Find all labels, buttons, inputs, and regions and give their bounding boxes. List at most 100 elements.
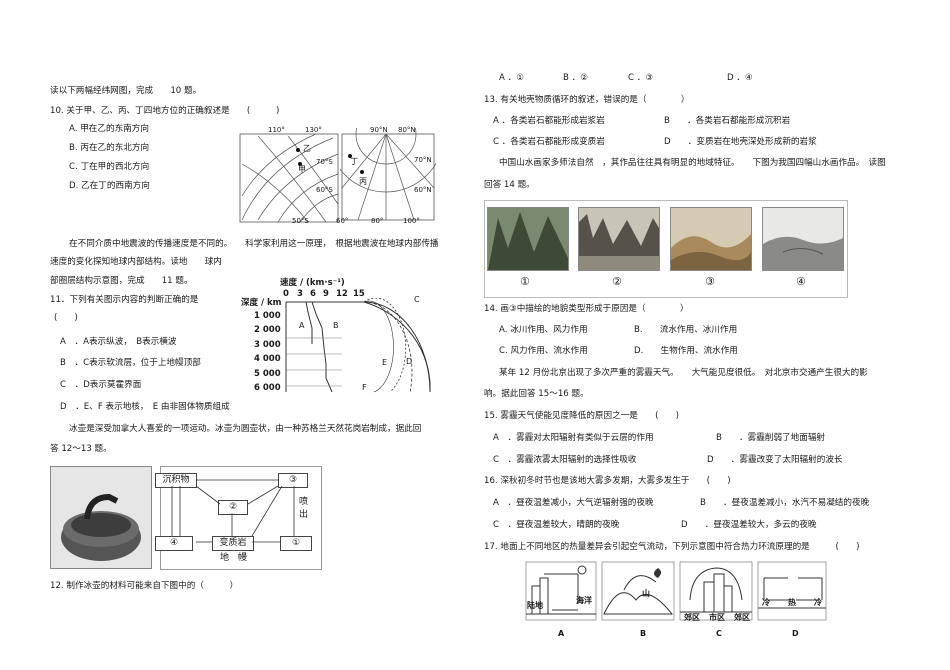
rock-cycle-sediment: 沉积物: [155, 473, 197, 488]
map2-lat-80n: 80°N: [398, 126, 416, 134]
q17-stem: 17. 地面上不同地区的热量差异会引起空气流动，下列示意图中符合热力环流原理的是…: [484, 542, 860, 552]
painting-1: [487, 207, 569, 271]
map1-lon-130: 130°: [305, 126, 322, 134]
intro-q15-line2: 响。据此回答 15～16 题。: [484, 389, 589, 399]
seismic-depth-6000: 6 000: [254, 383, 281, 393]
map1-place-yi: 乙: [303, 144, 311, 153]
circ-d-cold-left: 冷: [762, 598, 770, 607]
circ-b-mountain: 山: [642, 589, 650, 598]
q14-option-d: D. 生物作用、流水作用: [634, 346, 738, 356]
q14-stem: 14. 画③中描绘的地貌类型形成于原因是（ ）: [484, 304, 689, 314]
seismic-curve-a: A: [299, 321, 305, 330]
seismic-curve-e: E: [382, 358, 388, 367]
map2-lon-100: 100°: [403, 217, 420, 225]
q13-option-d: D ．变质岩在地壳深处形成新的岩浆: [664, 137, 817, 147]
q16-option-b: B ．昼夜温差减小，水汽不易凝结的夜晚: [700, 498, 870, 508]
q10-option-c: C. 丁在甲的西北方向: [69, 162, 150, 172]
circ-d-cold-right: 冷: [814, 598, 822, 607]
q12-option-a: A ．①: [499, 73, 524, 83]
q16-option-d: D ．昼夜温差较大，多云的夜晚: [681, 520, 817, 530]
thermal-circulation-diagrams: [525, 561, 827, 621]
q13-stem: 13. 有关地壳物质循环的叙述，错误的是（ ）: [484, 95, 690, 105]
seismic-depth-3000: 3 000: [254, 340, 281, 350]
seismic-speed-tick-3: 3: [297, 289, 303, 299]
seismic-speed-tick-0: 0: [283, 289, 289, 299]
circ-d-hot: 热: [788, 598, 796, 607]
painting-2-label: ②: [612, 275, 622, 288]
map1-lat-60s: 60°S: [316, 186, 333, 194]
rock-cycle-metamorphic: 变质岩: [212, 536, 254, 551]
q11-option-b: B ．C表示软流层，位于上地幔顶部: [60, 358, 201, 368]
q10-option-d: D. 乙在丁的西南方向: [69, 181, 150, 191]
seismic-depth-label: 深度 / km: [241, 298, 282, 308]
q11-option-c: C ．D表示莫霍界面: [60, 380, 142, 390]
q11-option-d: D ．E、F 表示地核， E 由非固体物质组成: [60, 402, 230, 412]
painting-1-label: ①: [520, 275, 530, 288]
q16-option-c: C ．昼夜温差较大，晴朗的夜晚: [493, 520, 620, 530]
circ-c-suburb-right: 郊区: [734, 613, 750, 622]
map2-lat-60n: 60°N: [414, 186, 432, 194]
map2-place-ding: 丁: [350, 157, 358, 166]
circ-caption-c: C: [716, 629, 722, 638]
seismic-curve-b: B: [333, 321, 339, 330]
rock-cycle-box-2: ②: [218, 500, 248, 515]
seismic-speed-tick-9: 9: [323, 289, 329, 299]
intro-q15-line1: 某年 12 月份北京出现了多次严重的雾霾天气。 大气能见度很低。 对北京市交通产…: [499, 368, 868, 378]
rock-cycle-box-4: ④: [155, 536, 193, 551]
intro-q11-line2: 速度的变化探知地球内部结构。读地 球内: [50, 257, 222, 267]
rock-cycle-eruption-label: 喷出: [299, 497, 309, 520]
intro-q10: 读以下两幅经纬网图，完成 10 题。: [50, 86, 202, 96]
seismic-speed-tick-15: 15: [353, 289, 365, 299]
intro-q12-line1: 冰壶是深受加拿大人喜爱的一项运动。冰壶为圆壶状，由一种苏格兰天然花岗岩制成，据此…: [69, 424, 422, 434]
seismic-curve-f: F: [362, 383, 367, 392]
q13-option-a: A ．各类岩石都能形成岩浆岩: [493, 116, 605, 126]
q16-option-a: A ．昼夜温差减小，大气逆辐射强的夜晚: [493, 498, 654, 508]
intro-q11-line1: 在不同介质中地震波的传播速度是不同的。 科学家利用这一原理， 根据地震波在地球内…: [69, 239, 439, 249]
map2-place-bing: 丙: [359, 177, 367, 186]
graticule-map-2: [340, 128, 436, 221]
curling-stone-photo: [50, 466, 152, 569]
rock-cycle-arrows: [171, 479, 295, 543]
q11-answer-blank: ( ): [54, 313, 78, 323]
map1-place-jia: 甲: [298, 165, 306, 174]
q12-option-c: C ．③: [628, 73, 654, 83]
rock-cycle-box-3: ③: [278, 473, 308, 488]
q12-option-d: D ．④: [727, 73, 753, 83]
circ-c-suburb-left: 郊区: [684, 613, 700, 622]
seismic-speed-label: 速度 / (km·s⁻¹): [280, 278, 345, 288]
seismic-depth-4000: 4 000: [254, 354, 281, 364]
intro-q12-line2: 答 12～13 题。: [50, 444, 112, 454]
q15-option-b: B ．雾霾削弱了地面辐射: [716, 433, 826, 443]
intro-q14-line1: 中国山水画家多师法自然 ，其作品往往具有明显的地域特征。 下图为我国四幅山水画作…: [499, 158, 886, 168]
rock-cycle-mantle-label: 地 幔: [220, 553, 248, 563]
q14-option-c: C. 风力作用、流水作用: [499, 346, 588, 356]
circ-caption-b: B: [640, 629, 647, 638]
intro-q14-line2: 回答 14 题。: [484, 180, 535, 190]
map2-lat-70n: 70°N: [414, 156, 432, 164]
q11-option-a: A ．A表示纵波， B表示横波: [60, 337, 177, 347]
seismic-curve-d: D: [406, 357, 413, 366]
q16-stem: 16. 深秋初冬时节也是该地大雾多发期，大雾多发生于 ( ): [484, 476, 731, 486]
map2-lon-80: 80°: [371, 217, 384, 225]
q12-stem: 12. 制作冰壶的材料可能来自下图中的（ ）: [50, 581, 239, 591]
circ-a-land: 陆地: [527, 601, 543, 610]
q13-option-c: C ．各类岩石都能形成变质岩: [493, 137, 605, 147]
map1-lat-50s: 50°S: [292, 217, 309, 225]
seismic-depth-1000: 1 000: [254, 311, 281, 321]
intro-q11-line3: 部圈层结构示意图，完成 11 题。: [50, 276, 193, 286]
q15-option-c: C ．雾霾浓雾太阳辐射的选择性吸收: [493, 455, 637, 465]
map1-lon-110: 110°: [268, 126, 285, 134]
q10-stem: 10. 关于甲、乙、丙、丁四地方位的正确叙述是 ( ): [50, 106, 280, 116]
circ-caption-d: D: [792, 629, 799, 638]
graticule-map-1: [239, 133, 339, 223]
seismic-speed-tick-6: 6: [310, 289, 316, 299]
painting-4: [762, 207, 844, 271]
q10-option-b: B. 丙在乙的东北方向: [69, 143, 150, 153]
circ-c-urban: 市区: [709, 613, 725, 622]
map2-lat-90n: 90°N: [370, 126, 388, 134]
map1-lat-70s: 70°S: [316, 158, 333, 166]
q12-option-b: B ．②: [563, 73, 588, 83]
seismic-depth-5000: 5 000: [254, 369, 281, 379]
q15-option-a: A ．雾霾对太阳辐射有类似于云层的作用: [493, 433, 654, 443]
seismic-speed-tick-12: 12: [336, 289, 348, 299]
